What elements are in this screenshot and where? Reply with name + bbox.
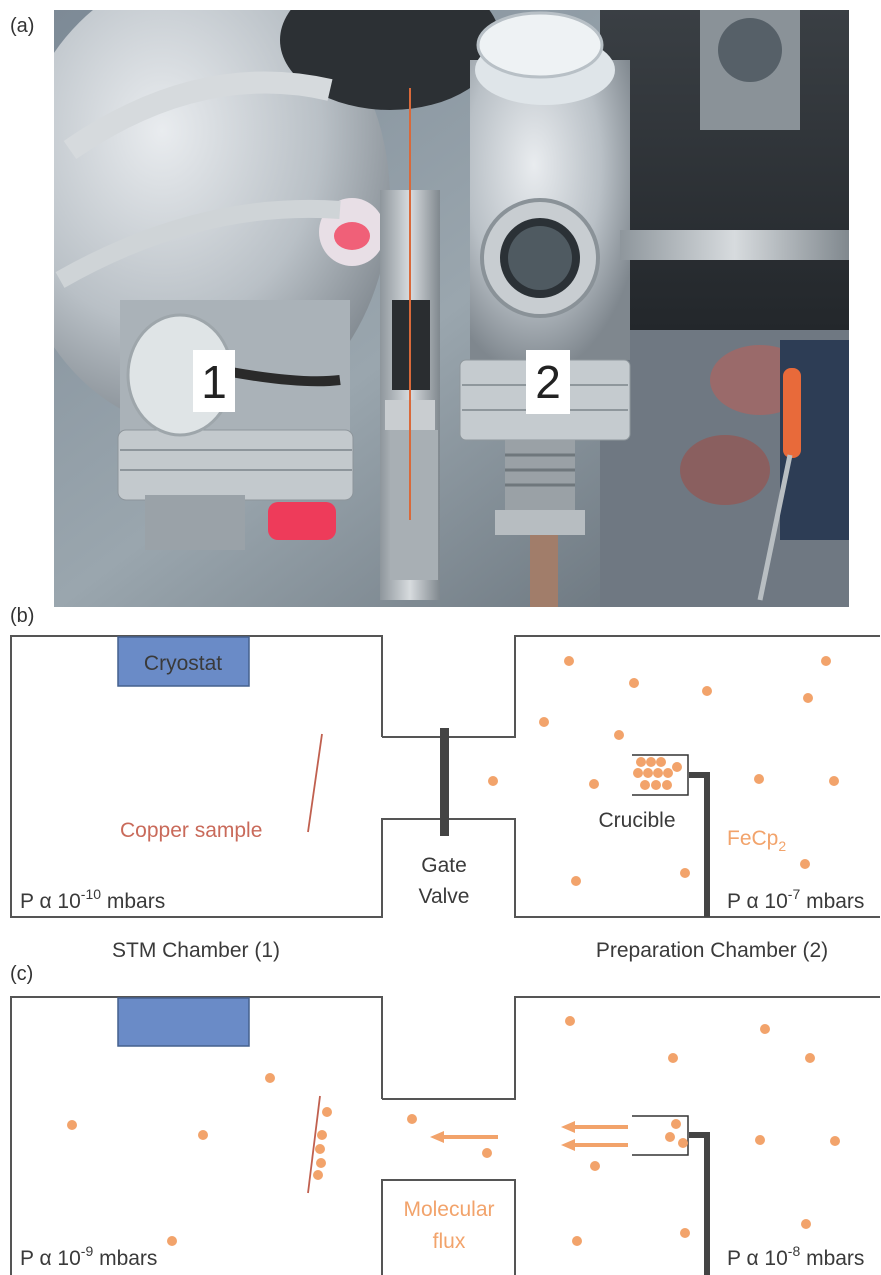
molecule-dot bbox=[67, 1120, 77, 1130]
crucible-c bbox=[632, 1115, 710, 1275]
gate-label-line2: Valve bbox=[419, 885, 470, 908]
marker-chamber-1: 1 bbox=[201, 356, 227, 408]
molecule-dot bbox=[572, 1236, 582, 1246]
molecule-dot bbox=[821, 656, 831, 666]
molecule-dot bbox=[651, 780, 661, 790]
molecule-dot bbox=[488, 776, 498, 786]
molecule-dot bbox=[539, 717, 549, 727]
molecule-dot bbox=[668, 1053, 678, 1063]
molecule-dot bbox=[315, 1144, 325, 1154]
molecule-dot bbox=[482, 1148, 492, 1158]
molecule-dot bbox=[640, 780, 650, 790]
molecule-dot bbox=[167, 1236, 177, 1246]
molecule-dot bbox=[665, 1132, 675, 1142]
cryostat-label: Cryostat bbox=[144, 652, 222, 675]
molecule-dot bbox=[662, 780, 672, 790]
pressure-right-c: P α 10-8 mbars bbox=[727, 1243, 864, 1270]
molecule-dot bbox=[680, 1228, 690, 1238]
molecules-b bbox=[488, 656, 839, 886]
pressure-right-b: P α 10-7 mbars bbox=[727, 886, 864, 913]
molecules-c bbox=[67, 1016, 840, 1246]
panel-c-label: (c) bbox=[10, 963, 33, 985]
cryostat-box bbox=[117, 636, 250, 687]
marker-chamber-2: 2 bbox=[535, 356, 561, 408]
copper-sample-line bbox=[307, 733, 323, 833]
molecule-dot bbox=[830, 1136, 840, 1146]
molecule-dot bbox=[754, 774, 764, 784]
cryostat-box-c bbox=[117, 997, 250, 1047]
prep-chamber-label: Preparation Chamber (2) bbox=[596, 939, 828, 962]
molecule-dot bbox=[702, 686, 712, 696]
molecule-dot bbox=[680, 868, 690, 878]
flux-arrows bbox=[430, 1121, 628, 1151]
molecule-dot bbox=[653, 768, 663, 778]
molecule-dot bbox=[265, 1073, 275, 1083]
gate-valve-bar bbox=[440, 728, 449, 836]
panel-a-label: (a) bbox=[10, 15, 34, 37]
chamber-outline-c bbox=[10, 996, 880, 1275]
molecule-dot bbox=[407, 1114, 417, 1124]
molecule-dot bbox=[316, 1158, 326, 1168]
molecule-dot bbox=[198, 1130, 208, 1140]
molecule-dot bbox=[565, 1016, 575, 1026]
molecule-dot bbox=[633, 768, 643, 778]
crucible-label: Crucible bbox=[598, 809, 675, 832]
gate-label-line1: Gate bbox=[421, 854, 467, 877]
pressure-left-b: P α 10-10 mbars bbox=[20, 886, 165, 913]
molecule-dot bbox=[564, 656, 574, 666]
molecule-dot bbox=[317, 1130, 327, 1140]
molecule-dot bbox=[800, 859, 810, 869]
copper-sample-line-c bbox=[307, 1095, 321, 1194]
molecule-dot bbox=[801, 1219, 811, 1229]
molecule-dot bbox=[755, 1135, 765, 1145]
pressure-left-c: P α 10-9 mbars bbox=[20, 1243, 157, 1270]
molecule-dot bbox=[646, 757, 656, 767]
molecule-dot bbox=[643, 768, 653, 778]
molecule-dot bbox=[672, 762, 682, 772]
stm-chamber-label: STM Chamber (1) bbox=[112, 939, 280, 962]
molecule-dot bbox=[636, 757, 646, 767]
copper-sample-label: Copper sample bbox=[120, 819, 262, 842]
molecule-dot bbox=[322, 1107, 332, 1117]
molecule-dot bbox=[805, 1053, 815, 1063]
molecule-dot bbox=[760, 1024, 770, 1034]
molecule-dot bbox=[571, 876, 581, 886]
molecule-dot bbox=[614, 730, 624, 740]
molecule-dot bbox=[589, 779, 599, 789]
flux-label-line1: Molecular bbox=[403, 1198, 494, 1221]
molecule-dot bbox=[590, 1161, 600, 1171]
crucible-b bbox=[632, 754, 710, 917]
panel-b-label: (b) bbox=[10, 605, 34, 627]
apparatus-photo: 1 2 bbox=[54, 10, 849, 607]
molecule-dot bbox=[671, 1119, 681, 1129]
flux-label-line2: flux bbox=[433, 1230, 466, 1253]
molecule-dot bbox=[803, 693, 813, 703]
molecule-dot bbox=[829, 776, 839, 786]
molecule-dot bbox=[313, 1170, 323, 1180]
molecule-label: FeCp2 bbox=[727, 827, 786, 854]
molecule-dot bbox=[663, 768, 673, 778]
molecule-dot bbox=[629, 678, 639, 688]
molecule-dot bbox=[678, 1138, 688, 1148]
molecule-dot bbox=[656, 757, 666, 767]
